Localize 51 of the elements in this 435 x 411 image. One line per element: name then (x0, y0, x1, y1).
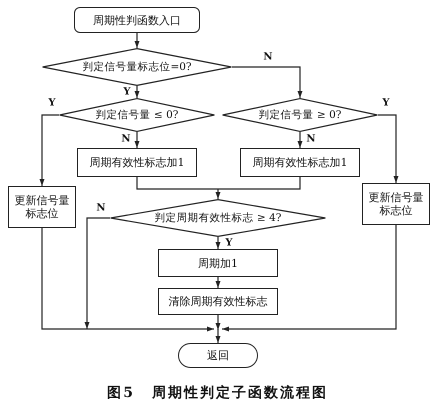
arrow (134, 86, 140, 98)
edge-label: Y (47, 98, 57, 108)
arrow (216, 237, 220, 249)
arrow (216, 189, 220, 199)
condition-text: 判定信号量标志位=0? (82, 60, 192, 74)
step-text: 更新信号量标志位 (368, 191, 424, 217)
edge-label: N (95, 202, 107, 214)
arrow (40, 114, 59, 186)
condition-text: 判定信号量 ≤ 0? (96, 108, 178, 122)
process-box (240, 148, 360, 177)
arrow (216, 315, 220, 330)
step-text: 周期有效性标志加1 (252, 156, 348, 169)
step-text: 周期有效性标志加1 (90, 156, 184, 169)
edge-label: Y (381, 98, 391, 108)
terminal-text: 周期性判函数入口 (93, 14, 181, 26)
edge-label: N (262, 52, 274, 62)
decision-diamond (59, 98, 215, 132)
terminal-text: 返回 (207, 349, 229, 362)
arrow (232, 66, 302, 98)
process-box (158, 249, 278, 277)
decision-diamond (42, 48, 232, 86)
arrow (298, 132, 302, 148)
arrow (378, 114, 398, 183)
condition-text: 判定信号量 ≥ 0? (258, 108, 342, 122)
arrow (134, 132, 140, 148)
start-terminal (74, 7, 200, 33)
arrow (87, 326, 214, 332)
process-box (77, 148, 197, 177)
step-text: 更新信号量标志位 (14, 194, 70, 220)
edge-label: Y (224, 238, 234, 248)
condition-text: 判定周期有效性标志 ≥ 4? (154, 212, 282, 224)
process-box (8, 186, 76, 228)
step-text: 清除周期有效性标志 (168, 295, 268, 308)
process-box (362, 183, 430, 225)
decision-diamond (222, 98, 378, 132)
edge-label: N (305, 134, 317, 144)
connector-line (136, 177, 218, 190)
decision-diamond (110, 199, 326, 237)
arrow (222, 225, 397, 332)
connector-line (41, 228, 87, 330)
end-terminal (178, 343, 258, 368)
arrow (134, 33, 140, 48)
step-text: 周期加1 (198, 256, 238, 270)
arrow (216, 329, 220, 343)
arrow (216, 277, 220, 288)
arrow (84, 217, 110, 329)
figure-caption: 图5 周期性判定子函数流程图 (107, 384, 328, 402)
process-box (158, 288, 278, 315)
edge-label: Y (122, 86, 132, 98)
edge-label: N (120, 134, 132, 144)
connector-line (218, 177, 301, 190)
